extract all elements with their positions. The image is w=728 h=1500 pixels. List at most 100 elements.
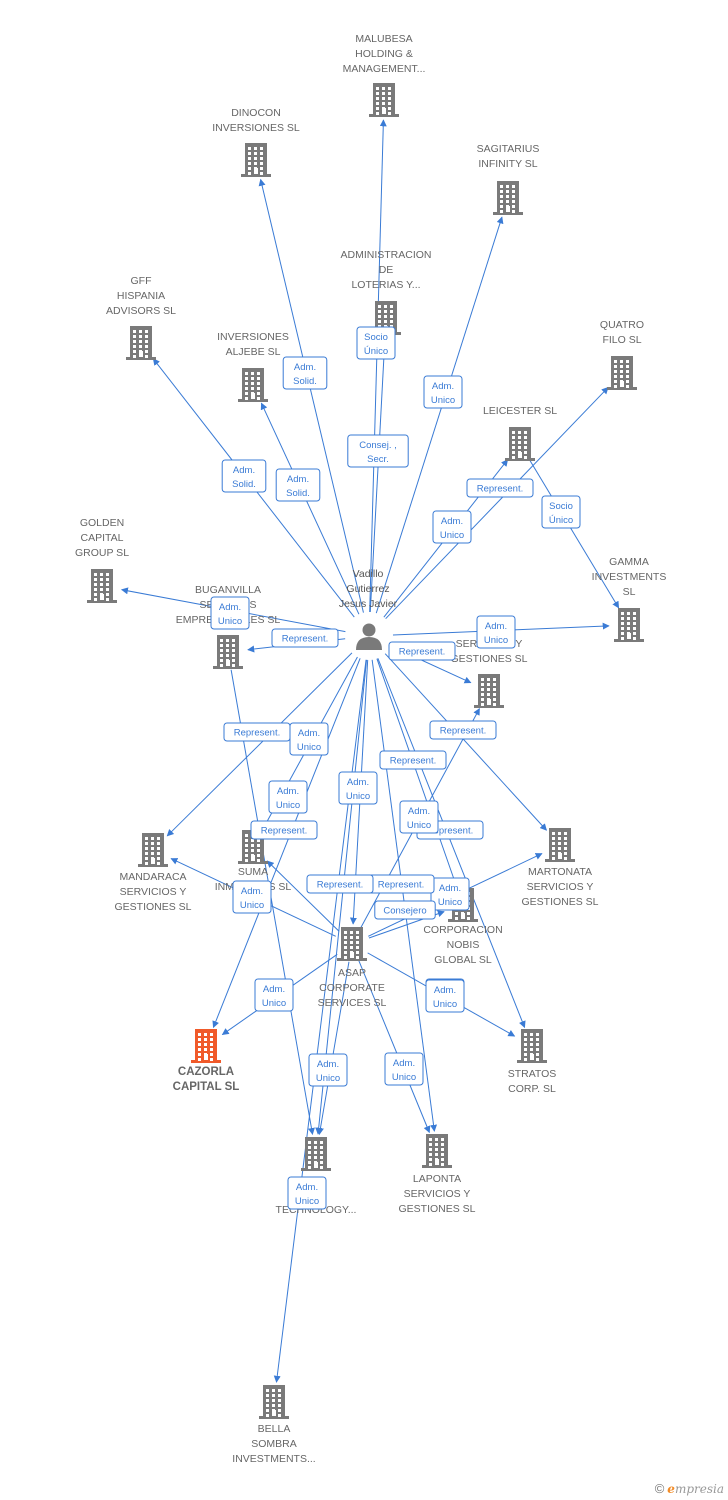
company-name-line: LAPONTA [413, 1173, 461, 1185]
company-name-line: GLOBAL SL [434, 954, 492, 966]
edge-label-text: Represent. [234, 728, 280, 739]
edge-label[interactable]: Represent. [250, 820, 318, 840]
company-name-line: GESTIONES SL [450, 653, 527, 665]
edge-person-laponta [371, 659, 438, 1132]
edge-leicester-gamma [528, 459, 620, 609]
edge-label[interactable]: Adm.Solid. [221, 459, 267, 493]
company-name-line: INVESTMENTS... [232, 1453, 315, 1465]
edge-label[interactable]: Represent. [271, 628, 339, 648]
edge-label[interactable]: Represent. [223, 722, 291, 742]
edge-label[interactable]: Adm.Unico [430, 877, 470, 911]
edge-label-text: Consej. , [359, 440, 397, 451]
company-name-line: ADMINISTRACION [340, 249, 431, 261]
edge-label[interactable]: Represent. [388, 641, 456, 661]
edge-label[interactable]: Adm.Unico [425, 979, 465, 1013]
building-icon [301, 1137, 331, 1171]
edge-label-text: Represent. [317, 880, 363, 891]
company-name-line: LEICESTER SL [483, 405, 557, 417]
edge-label-text: Adm. [485, 621, 507, 632]
company-name-line: CORPORATE [319, 982, 385, 994]
edge-label-text: Represent. [390, 756, 436, 767]
edge-label[interactable]: Adm.Unico [423, 375, 463, 409]
edge-label-text: Adm. [317, 1059, 339, 1070]
edge-label[interactable]: Adm.Unico [210, 596, 250, 630]
company-name-line: QUATRO [600, 319, 644, 331]
edge-label-text: Adm. [233, 465, 255, 476]
edge-label[interactable]: Adm.Unico [268, 780, 308, 814]
edge-person-sagitarius [375, 216, 504, 614]
company-name-line: HOLDING & [355, 48, 413, 60]
edge-label[interactable]: Adm.Unico [432, 510, 472, 544]
edge-label-text: Represent. [440, 726, 486, 737]
edge-label[interactable]: Adm.Solid. [282, 356, 328, 390]
company-name-line: INVERSIONES [217, 331, 289, 343]
edge-label[interactable]: Represent. [466, 478, 534, 498]
building-icon [337, 927, 367, 961]
brand-logo-text: mpresia [674, 1482, 724, 1496]
edge-label-text: Socio [364, 332, 388, 343]
edge-label[interactable]: Represent. [306, 874, 374, 894]
building-icon [493, 181, 523, 215]
edge-label[interactable]: Adm.Unico [289, 722, 329, 756]
edge-label[interactable]: Adm.Unico [308, 1053, 348, 1087]
company-name-line: INVESTMENTS [592, 571, 667, 583]
brand-logo-initial: e [667, 1482, 675, 1496]
building-icon [422, 1134, 452, 1168]
edge-label[interactable]: Consejero [374, 900, 436, 920]
company-node-bella[interactable]: BELLASOMBRAINVESTMENTS... [232, 1385, 316, 1465]
company-node-leicester[interactable]: LEICESTER SL [483, 405, 557, 461]
company-name-line: CAPITAL [81, 532, 124, 544]
edge-person-dinocon [258, 178, 364, 613]
edge-label[interactable]: Adm.Unico [384, 1052, 424, 1086]
copyright-symbol: © [654, 1481, 665, 1496]
edge-label-text: Adm. [298, 728, 320, 739]
edge-label-text: Represent. [427, 826, 473, 837]
edge-person-malubesa [369, 119, 387, 613]
edge-label[interactable]: Adm.Unico [287, 1176, 327, 1210]
edge-label[interactable]: Adm.Unico [232, 880, 272, 914]
edge-label[interactable]: Consej. ,Secr. [347, 434, 409, 468]
edge-label[interactable]: Represent. [429, 720, 497, 740]
company-name-line: SERVICES SL [318, 997, 387, 1009]
edge-label[interactable]: Adm.Solid. [275, 468, 321, 502]
company-name-line: DE [379, 264, 394, 276]
company-name-line: STRATOS [508, 1068, 557, 1080]
company-name-line: SL [623, 586, 636, 598]
building-icon [213, 635, 243, 669]
edge-asap-technology [316, 961, 350, 1135]
building-icon [238, 368, 268, 402]
edge-label[interactable]: Adm.Unico [338, 771, 378, 805]
building-icon [87, 569, 117, 603]
edge-label[interactable]: Adm.Unico [399, 800, 439, 834]
edge-label[interactable]: Adm.Unico [476, 615, 516, 649]
building-icon [369, 83, 399, 117]
company-node-asap[interactable]: ASAP CORPORATE SERVICES SL [318, 927, 387, 1009]
edge-person-mandaraca [166, 652, 353, 837]
edge-label-text: Unico [262, 998, 286, 1009]
edge-label[interactable]: Represent. [367, 874, 435, 894]
edge-label-text: Adm. [434, 985, 456, 996]
company-name-line: GESTIONES SL [114, 901, 191, 913]
edge-label[interactable]: Represent. [379, 750, 447, 770]
edge-label[interactable]: Adm.Unico [254, 978, 294, 1012]
edge-label-text: Adm. [241, 886, 263, 897]
edge-person-bella [273, 659, 367, 1383]
company-name-line: ASAP [338, 967, 366, 979]
